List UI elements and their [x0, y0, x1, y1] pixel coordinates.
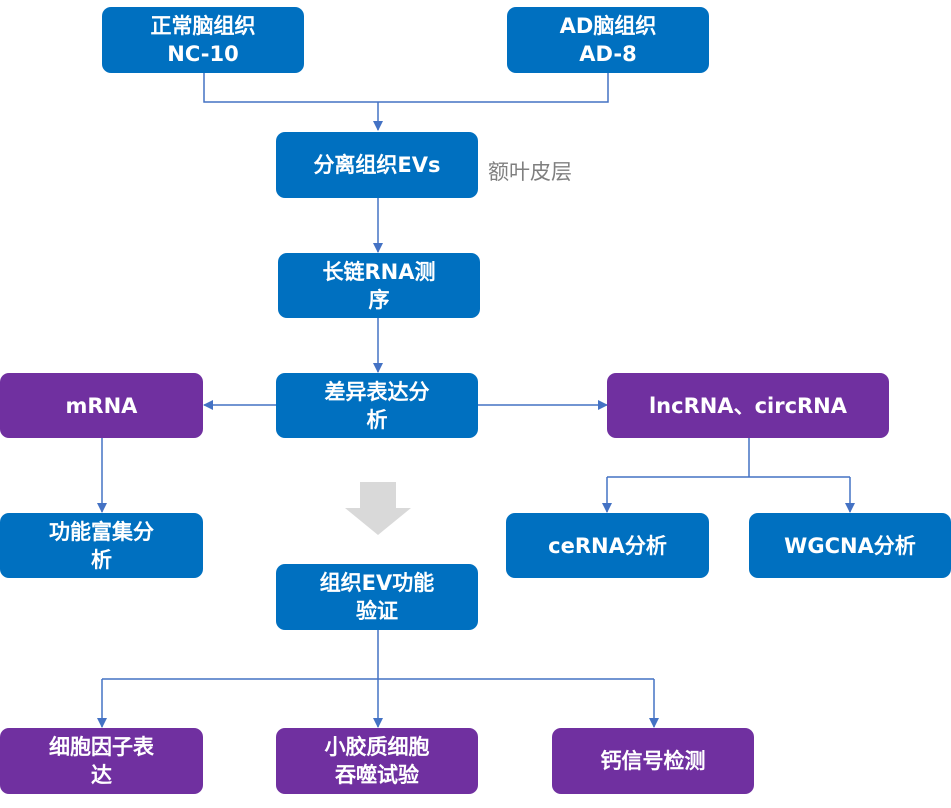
node-label: ceRNA分析: [548, 533, 667, 558]
node-label: WGCNA分析: [784, 533, 916, 558]
node-cytokine: 细胞因子表 达: [0, 728, 203, 794]
node-label: mRNA: [65, 393, 138, 418]
node-isolate-evs: 分离组织EVs: [276, 132, 478, 198]
node-label: 分离组织EVs: [313, 153, 441, 177]
node-label: 达: [91, 763, 112, 787]
connector-lnc-split: [607, 438, 850, 478]
node-diff-expr: 差异表达分 析: [276, 373, 478, 438]
node-phagocytosis: 小胶质细胞 吞噬试验: [276, 728, 478, 794]
connector-ad-to-isolate: [378, 73, 609, 103]
node-label: 小胶质细胞: [324, 735, 430, 759]
node-label: 序: [368, 287, 390, 312]
node-label: NC-10: [167, 42, 239, 66]
node-label: 细胞因子表: [49, 735, 154, 759]
node-label: 析: [91, 547, 112, 572]
note-frontal-cortex: 额叶皮层: [488, 160, 572, 184]
node-label: AD脑组织: [559, 14, 657, 38]
big-down-arrow-icon: [345, 482, 411, 535]
connector-validation-split: [102, 630, 654, 680]
node-label: AD-8: [579, 42, 637, 66]
node-calcium: 钙信号检测: [552, 728, 754, 794]
node-cerna: ceRNA分析: [506, 513, 709, 578]
node-label: 长链RNA测: [322, 259, 436, 284]
node-label: 析: [366, 407, 388, 432]
node-label: 差异表达分: [324, 379, 430, 404]
node-ev-validation: 组织EV功能 验证: [276, 564, 478, 630]
node-long-rna-seq: 长链RNA测 序: [278, 253, 480, 318]
node-label: lncRNA、circRNA: [648, 393, 848, 418]
node-label: 功能富集分: [49, 519, 154, 544]
node-label: 钙信号检测: [600, 749, 706, 773]
node-func-enrich: 功能富集分 析: [0, 513, 203, 578]
node-ad-tissue: AD脑组织 AD-8: [507, 7, 709, 73]
node-label: 验证: [356, 599, 398, 623]
connector-normal-to-isolate: [203, 73, 378, 103]
node-mrna: mRNA: [0, 373, 203, 438]
node-label: 吞噬试验: [335, 763, 419, 787]
node-lnc-circ: lncRNA、circRNA: [607, 373, 889, 438]
node-normal-tissue: 正常脑组织 NC-10: [102, 7, 304, 73]
node-wgcna: WGCNA分析: [749, 513, 951, 578]
node-label: 正常脑组织: [150, 14, 256, 38]
node-label: 组织EV功能: [319, 571, 435, 595]
